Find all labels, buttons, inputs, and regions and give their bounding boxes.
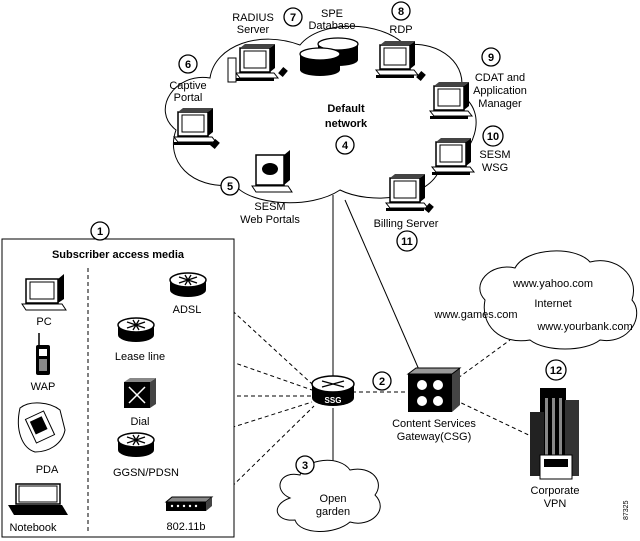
ssg-router: SSG 2 <box>311 371 392 406</box>
svg-text:Corporate: Corporate <box>531 485 580 497</box>
notebook-label: Notebook <box>9 522 57 534</box>
csg-to-vpn-line <box>454 399 536 439</box>
pda-label: PDA <box>36 464 59 476</box>
billing-label: Billing Server <box>374 218 439 230</box>
open-garden-cloud: 3 Open garden <box>277 455 381 532</box>
svg-text:Server: Server <box>237 24 270 36</box>
svg-text:Captive: Captive <box>169 80 206 92</box>
svg-text:VPN: VPN <box>544 498 567 510</box>
rdp-node: 8 RDP <box>375 1 426 81</box>
svg-text:Database: Database <box>308 20 355 32</box>
pda-icon <box>17 402 66 453</box>
svg-text:Web Portals: Web Portals <box>240 214 300 226</box>
default-network-label-2: network <box>325 118 368 130</box>
csg-switch: Content Services Gateway(CSG) <box>392 367 476 443</box>
spe-database: SPE Database <box>299 8 359 76</box>
csg-label-2: Gateway(CSG) <box>397 431 472 443</box>
sesm-wsg-computer-icon <box>431 137 475 176</box>
lease-router-icon <box>117 317 155 343</box>
sesm-web-portals: 5 SESM Web Portals <box>220 150 300 226</box>
number-11: 11 <box>401 236 413 248</box>
captive-computer-icon <box>173 107 217 146</box>
notebook-icon <box>8 483 68 515</box>
number-7: 7 <box>290 12 296 24</box>
subscriber-access-box: 1 Subscriber access media PC WAP PDA <box>1 221 235 538</box>
number-2: 2 <box>379 376 385 388</box>
svg-text:WSG: WSG <box>482 162 508 174</box>
number-5: 5 <box>227 181 233 193</box>
pc-icon <box>21 274 67 311</box>
svg-text:CDAT and: CDAT and <box>475 72 525 84</box>
svg-text:Application: Application <box>473 85 527 97</box>
radius-computer-icon <box>235 43 279 82</box>
number-8: 8 <box>398 6 404 18</box>
ggsn-label: GGSN/PDSN <box>113 467 179 479</box>
svg-text:SPE: SPE <box>321 8 343 20</box>
wap-label: WAP <box>31 381 56 393</box>
number-1: 1 <box>97 226 103 238</box>
site-yourbank: www.yourbank.com <box>536 321 632 333</box>
svg-text:SESM: SESM <box>479 149 510 161</box>
billing-server: Billing Server 11 <box>374 173 439 252</box>
number-3: 3 <box>302 460 308 472</box>
number-6: 6 <box>185 59 191 71</box>
number-4: 4 <box>342 140 349 152</box>
csg-to-internet-line <box>457 339 511 379</box>
wifi-label: 802.11b <box>167 521 206 533</box>
adsl-router-icon <box>169 272 207 298</box>
phone-icon <box>36 333 50 375</box>
internet-cloud: www.yahoo.com Internet www.games.com www… <box>433 250 638 350</box>
radius-server: RADIUS Server 7 <box>227 7 303 83</box>
cdat-computer-icon <box>429 81 473 120</box>
corporate-vpn: 12 Corporate VPN <box>530 359 580 510</box>
sesm-wsg-node: 10 SESM WSG <box>431 125 511 176</box>
ggsn-line <box>157 401 313 452</box>
cdat-node: 9 CDAT and Application Manager <box>429 47 527 120</box>
adsl-label: ADSL <box>173 304 202 316</box>
default-network-label-1: Default <box>327 103 365 115</box>
svg-text:SESM: SESM <box>254 201 285 213</box>
svg-text:RADIUS: RADIUS <box>232 12 274 24</box>
lease-label: Lease line <box>115 351 165 363</box>
number-12: 12 <box>550 365 562 377</box>
internet-label: Internet <box>534 298 571 310</box>
wifi-ap-icon <box>164 496 214 511</box>
svg-text:Manager: Manager <box>478 98 522 110</box>
number-9: 9 <box>488 52 494 64</box>
lease-line <box>157 335 313 391</box>
billing-computer-icon <box>385 173 429 212</box>
svg-text:Open: Open <box>320 493 347 505</box>
rdp-label: RDP <box>389 24 412 36</box>
figure-id: 87325 <box>623 500 630 520</box>
captive-portal: 6 Captive Portal <box>169 54 220 149</box>
csg-label-1: Content Services <box>392 418 476 430</box>
svg-text:Portal: Portal <box>174 92 203 104</box>
ssg-label: SSG <box>325 396 342 405</box>
number-10: 10 <box>487 131 499 143</box>
pc-label: PC <box>36 316 51 328</box>
dial-switch-icon <box>124 378 156 408</box>
network-to-csg-line <box>344 199 421 373</box>
site-games: www.games.com <box>433 309 517 321</box>
dial-label: Dial <box>131 416 150 428</box>
rdp-computer-icon <box>375 40 419 79</box>
svg-text:garden: garden <box>316 506 350 518</box>
ggsn-router-icon <box>117 432 155 458</box>
site-yahoo: www.yahoo.com <box>512 278 593 290</box>
subscriber-title: Subscriber access media <box>52 249 185 261</box>
